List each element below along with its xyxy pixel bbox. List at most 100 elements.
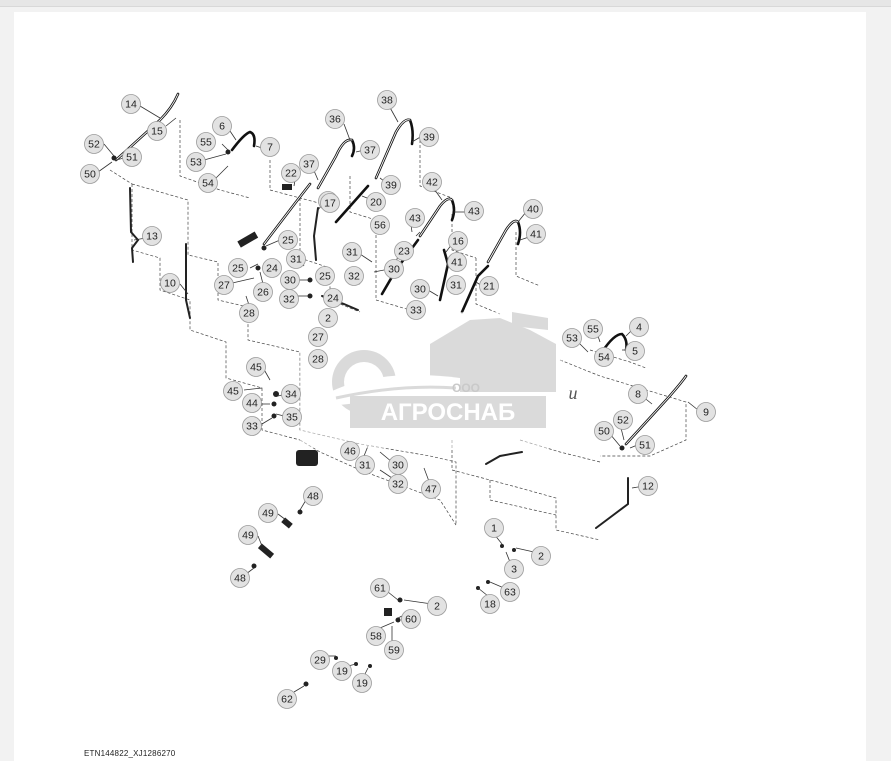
callout-21: 21 xyxy=(479,276,499,296)
callout-label: 23 xyxy=(398,246,410,258)
callout-label: 54 xyxy=(598,352,610,364)
callout-5: 5 xyxy=(625,341,645,361)
callout-label: 37 xyxy=(303,159,315,171)
callout-label: 12 xyxy=(642,481,654,493)
callout-label: 19 xyxy=(356,678,368,690)
callout-59: 59 xyxy=(384,640,404,660)
callout-50: 50 xyxy=(594,421,614,441)
callout-54: 54 xyxy=(594,347,614,367)
callout-label: 39 xyxy=(423,132,435,144)
callout-label: 20 xyxy=(370,197,382,209)
callout-label: 34 xyxy=(285,389,297,401)
callout-31: 31 xyxy=(342,242,362,262)
callout-label: 19 xyxy=(336,666,348,678)
callout-label: 24 xyxy=(266,263,278,275)
callout-45: 45 xyxy=(223,381,243,401)
callout-43: 43 xyxy=(464,201,484,221)
callout-24: 24 xyxy=(323,288,343,308)
callout-23: 23 xyxy=(394,241,414,261)
callout-label: 27 xyxy=(312,332,324,344)
callout-56: 56 xyxy=(370,215,390,235)
callout-label: 16 xyxy=(452,236,464,248)
callout-label: 8 xyxy=(635,389,641,401)
callout-label: 50 xyxy=(598,426,610,438)
callout-2: 2 xyxy=(318,308,338,328)
callout-label: 51 xyxy=(126,152,138,164)
callout-label: 24 xyxy=(327,293,339,305)
callout-label: 55 xyxy=(200,137,212,149)
callout-label: 45 xyxy=(227,386,239,398)
callout-45: 45 xyxy=(246,357,266,377)
callout-10: 10 xyxy=(160,273,180,293)
callout-4: 4 xyxy=(629,317,649,337)
callout-31: 31 xyxy=(286,249,306,269)
callout-label: 45 xyxy=(250,362,262,374)
callout-63: 63 xyxy=(500,582,520,602)
callout-label: 41 xyxy=(451,257,463,269)
watermark-name: АГРОСНАБ xyxy=(381,399,516,426)
callout-label: 31 xyxy=(359,460,371,472)
callout-6: 6 xyxy=(212,116,232,136)
callout-label: 33 xyxy=(410,305,422,317)
callout-18: 18 xyxy=(480,594,500,614)
callout-55: 55 xyxy=(583,319,603,339)
callout-37: 37 xyxy=(299,154,319,174)
callout-label: 18 xyxy=(484,599,496,611)
callout-32: 32 xyxy=(279,289,299,309)
callout-label: 27 xyxy=(218,280,230,292)
callout-label: 48 xyxy=(307,491,319,503)
callout-13: 13 xyxy=(142,226,162,246)
callout-label: 32 xyxy=(283,294,295,306)
callout-label: 50 xyxy=(84,169,96,181)
callout-53: 53 xyxy=(186,152,206,172)
callout-61: 61 xyxy=(370,578,390,598)
callout-30: 30 xyxy=(280,270,300,290)
callout-33: 33 xyxy=(406,300,426,320)
callout-label: 10 xyxy=(164,278,176,290)
callout-label: 28 xyxy=(312,354,324,366)
reference-code: ETN144822_XJ1286270 xyxy=(84,749,176,758)
callout-label: 53 xyxy=(190,157,202,169)
callout-label: 31 xyxy=(346,247,358,259)
callout-label: 26 xyxy=(257,287,269,299)
callout-15: 15 xyxy=(147,121,167,141)
callout-41: 41 xyxy=(526,224,546,244)
callout-25: 25 xyxy=(278,230,298,250)
callout-label: 17 xyxy=(324,198,336,210)
callout-layer: 1415525150655753543637383937223739201742… xyxy=(80,90,716,709)
callout-label: 40 xyxy=(527,204,539,216)
callout-label: 25 xyxy=(232,263,244,275)
callout-label: 13 xyxy=(146,231,158,243)
callout-label: 2 xyxy=(325,313,331,325)
callout-25: 25 xyxy=(228,258,248,278)
watermark-prefix: ООО xyxy=(452,381,480,395)
callout-label: 59 xyxy=(388,645,400,657)
callout-8: 8 xyxy=(628,384,648,404)
callout-58: 58 xyxy=(366,626,386,646)
callout-label: 62 xyxy=(281,694,293,706)
callout-19: 19 xyxy=(352,673,372,693)
callout-20: 20 xyxy=(366,192,386,212)
callout-24: 24 xyxy=(262,258,282,278)
callout-7: 7 xyxy=(260,137,280,157)
callout-label: 33 xyxy=(246,421,258,433)
callout-label: 30 xyxy=(392,460,404,472)
callout-label: 48 xyxy=(234,573,246,585)
callout-30: 30 xyxy=(388,455,408,475)
callout-label: 4 xyxy=(636,322,642,334)
callout-label: 31 xyxy=(450,280,462,292)
callout-14: 14 xyxy=(121,94,141,114)
callout-51: 51 xyxy=(635,435,655,455)
top-bar xyxy=(0,0,891,7)
callout-label: 7 xyxy=(267,142,273,154)
callout-label: 37 xyxy=(364,145,376,157)
callout-51: 51 xyxy=(122,147,142,167)
callout-53: 53 xyxy=(562,328,582,348)
callout-label: 6 xyxy=(219,121,225,133)
callout-label: 49 xyxy=(262,508,274,520)
callout-30: 30 xyxy=(384,259,404,279)
callout-label: 35 xyxy=(286,412,298,424)
callout-2: 2 xyxy=(427,596,447,616)
callout-25: 25 xyxy=(315,266,335,286)
callout-label: 54 xyxy=(202,178,214,190)
